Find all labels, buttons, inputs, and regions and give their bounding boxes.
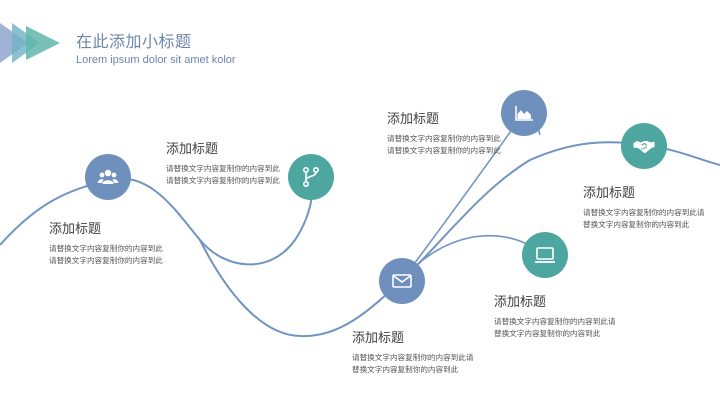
page-subtitle: Lorem ipsum dolor sit amet kolor bbox=[76, 54, 236, 66]
monitor-icon bbox=[535, 247, 555, 263]
item-title: 添加标题 bbox=[352, 331, 405, 346]
item-body: 请替换文字内容复制你的内容到此请替换文字内容复制你的内容到此 bbox=[166, 164, 280, 185]
item-body: 请替换文字内容复制你的内容到此请替换文字内容复制你的内容到此 bbox=[49, 244, 163, 265]
item-title: 添加标题 bbox=[494, 295, 547, 310]
page-title: 在此添加小标题 bbox=[76, 32, 192, 51]
item-body: 请替换文字内容复制你的内容到此请替换文字内容复制你的内容到此 bbox=[494, 317, 616, 338]
node-handshake bbox=[621, 123, 667, 169]
envelope-icon bbox=[392, 274, 412, 288]
node-area-chart bbox=[501, 90, 547, 136]
users-icon bbox=[97, 169, 119, 184]
item-body: 请替换文字内容复制你的内容到此请替换文字内容复制你的内容到此 bbox=[352, 353, 474, 374]
logo-triangles-icon bbox=[0, 23, 60, 63]
item-block-handshake: 添加标题 请替换文字内容复制你的内容到此请替换文字内容复制你的内容到此 bbox=[583, 182, 713, 231]
item-body: 请替换文字内容复制你的内容到此请替换文字内容复制你的内容到此 bbox=[583, 208, 705, 229]
item-block-users: 添加标题 请替换文字内容复制你的内容到此请替换文字内容复制你的内容到此 bbox=[49, 218, 179, 267]
handshake-icon bbox=[633, 141, 655, 153]
item-title: 添加标题 bbox=[387, 112, 440, 127]
node-envelope bbox=[379, 258, 425, 304]
node-monitor bbox=[522, 232, 568, 278]
node-users bbox=[85, 154, 131, 200]
item-block-monitor: 添加标题 请替换文字内容复制你的内容到此请替换文字内容复制你的内容到此 bbox=[494, 291, 624, 340]
item-title: 添加标题 bbox=[583, 186, 636, 201]
node-branch bbox=[288, 154, 334, 200]
item-title: 添加标题 bbox=[49, 222, 102, 237]
item-block-area-chart: 添加标题 请替换文字内容复制你的内容到此请替换文字内容复制你的内容到此 bbox=[387, 108, 517, 157]
item-body: 请替换文字内容复制你的内容到此请替换文字内容复制你的内容到此 bbox=[387, 134, 501, 155]
branch-icon bbox=[303, 166, 320, 187]
item-block-envelope: 添加标题 请替换文字内容复制你的内容到此请替换文字内容复制你的内容到此 bbox=[352, 327, 482, 376]
item-block-branch: 添加标题 请替换文字内容复制你的内容到此请替换文字内容复制你的内容到此 bbox=[166, 138, 296, 187]
item-title: 添加标题 bbox=[166, 142, 219, 157]
area-chart-icon bbox=[515, 106, 533, 121]
